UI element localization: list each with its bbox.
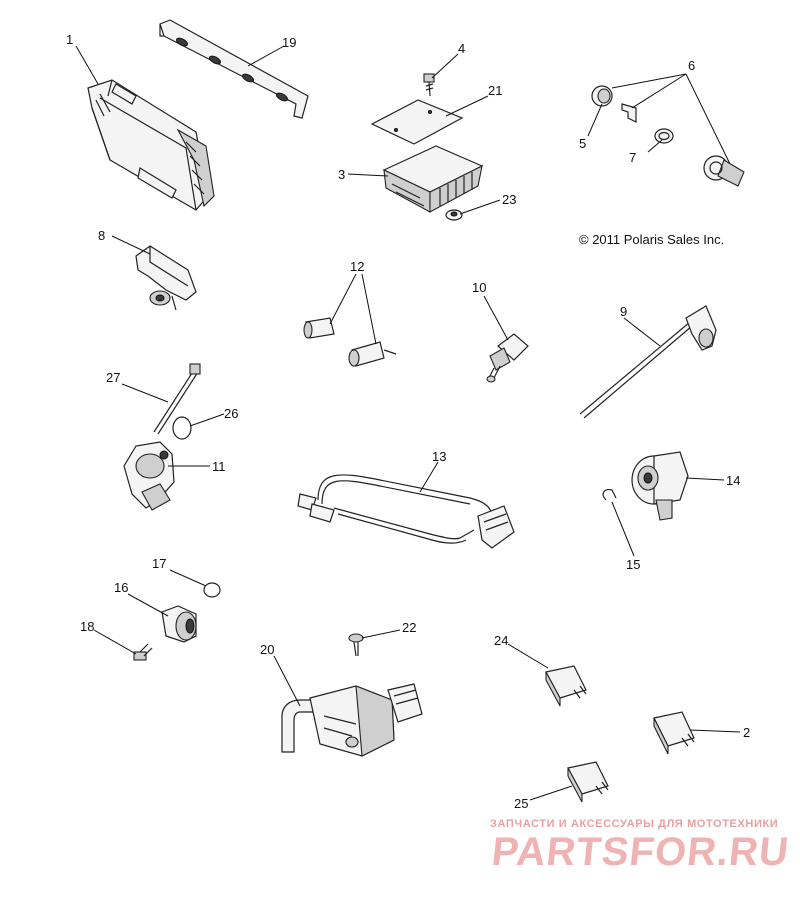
copyright-notice: © 2011 Polaris Sales Inc. xyxy=(579,232,725,247)
part-wire-harness xyxy=(297,474,515,549)
callout-7: 7 xyxy=(629,150,636,165)
callout-18: 18 xyxy=(80,619,94,634)
callout-22: 22 xyxy=(402,620,416,635)
callout-20: 20 xyxy=(260,642,274,657)
part-cap-5 xyxy=(591,85,613,107)
part-bracket xyxy=(159,19,309,119)
part-o-ring-17 xyxy=(203,582,221,598)
callout-21: 21 xyxy=(488,83,502,98)
callout-5: 5 xyxy=(579,136,586,151)
callout-4: 4 xyxy=(458,41,465,56)
callout-24: 24 xyxy=(494,633,508,648)
part-cover-plate xyxy=(370,99,464,145)
callout-15: 15 xyxy=(626,557,640,572)
callout-13: 13 xyxy=(432,449,446,464)
part-clip-15 xyxy=(602,489,617,501)
callout-27: 27 xyxy=(106,370,120,385)
callout-1: 1 xyxy=(66,32,73,47)
part-ecu-module xyxy=(87,79,215,211)
part-speed-sensor xyxy=(161,605,197,643)
callout-2: 2 xyxy=(743,725,750,740)
part-map-sensor xyxy=(135,245,197,311)
part-knock-sensor xyxy=(631,451,689,521)
part-rod-sensor xyxy=(579,305,717,419)
callout-14: 14 xyxy=(726,473,740,488)
callout-8: 8 xyxy=(98,228,105,243)
part-tps-sensor xyxy=(123,441,175,511)
watermark-brand: PARTSFOR.RU xyxy=(489,830,792,874)
callout-12: 12 xyxy=(350,259,364,274)
callout-6: 6 xyxy=(688,58,695,73)
part-screw-4 xyxy=(423,73,435,97)
part-relay-box xyxy=(382,145,484,213)
part-washer-7 xyxy=(654,128,674,144)
callout-26: 26 xyxy=(224,406,238,421)
part-bolt-18 xyxy=(133,643,153,661)
part-valve-assembly xyxy=(281,683,423,757)
part-clip-6 xyxy=(621,103,637,123)
leader-lines xyxy=(75,45,741,801)
part-cylinders xyxy=(303,317,397,367)
callout-16: 16 xyxy=(114,580,128,595)
callout-25: 25 xyxy=(514,796,528,811)
callout-labels: 1 2 3 4 5 6 7 8 9 10 11 12 13 14 15 16 1… xyxy=(66,32,750,811)
part-switch-sensor xyxy=(703,155,745,187)
watermark-tagline: ЗАПЧАСТИ И АКСЕССУАРЫ ДЛЯ МОТОТЕХНИКИ xyxy=(490,818,779,830)
callout-10: 10 xyxy=(472,280,486,295)
part-o-ring-26 xyxy=(172,416,192,440)
callout-17: 17 xyxy=(152,556,166,571)
callout-3: 3 xyxy=(338,167,345,182)
callout-23: 23 xyxy=(502,192,516,207)
part-relay-25 xyxy=(567,761,609,803)
part-nut-23 xyxy=(445,209,463,221)
part-relay-2 xyxy=(653,711,695,755)
part-screw-22 xyxy=(348,633,364,657)
callout-19: 19 xyxy=(282,35,296,50)
part-cable-tie xyxy=(153,363,201,435)
callout-9: 9 xyxy=(620,304,627,319)
callout-11: 11 xyxy=(212,459,226,474)
part-relay-24 xyxy=(545,665,587,707)
part-temp-sensor xyxy=(486,333,529,383)
